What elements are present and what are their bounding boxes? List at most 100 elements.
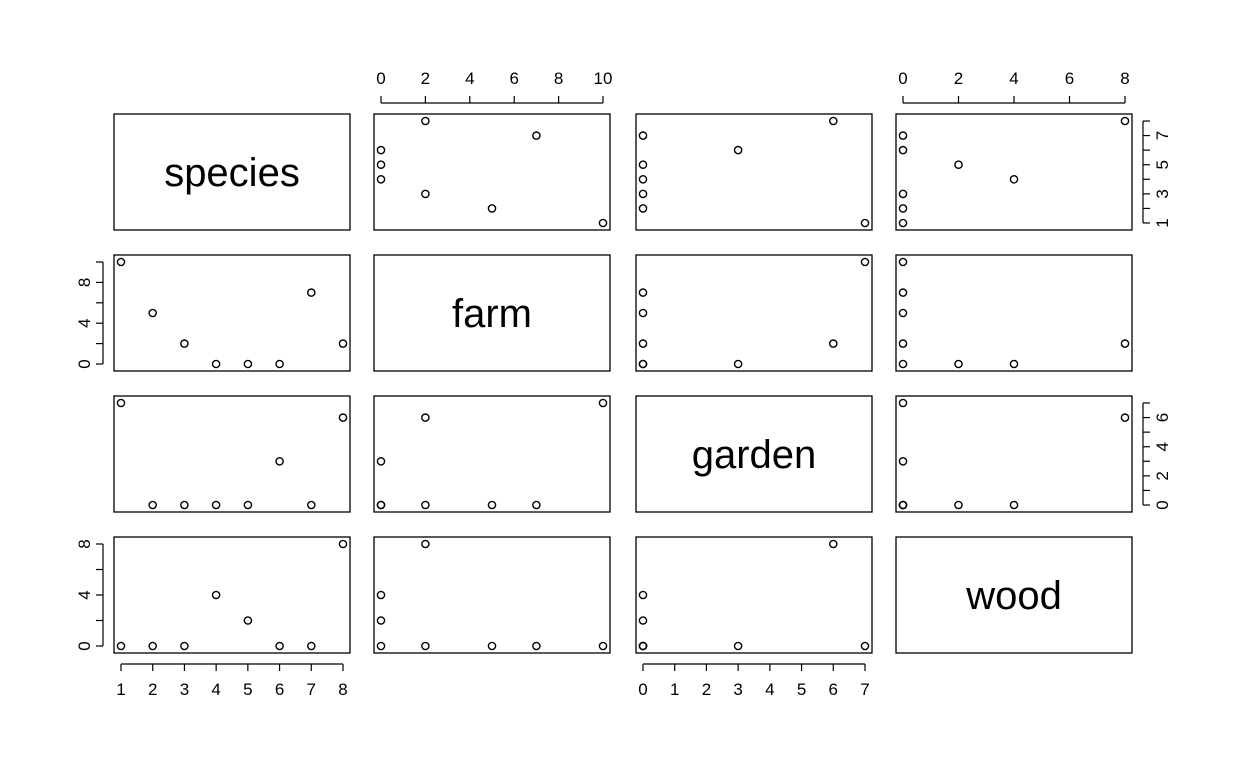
- tick-label: 4: [1153, 442, 1172, 451]
- data-point: [338, 539, 348, 549]
- tick-label: 4: [75, 318, 94, 327]
- tick-label: 2: [421, 69, 430, 88]
- data-point: [306, 500, 316, 510]
- panel-frame: [113, 536, 351, 654]
- data-point: [898, 339, 908, 348]
- panel-frame: [113, 113, 351, 231]
- panel-frame: [113, 395, 351, 513]
- tick-label: 8: [338, 680, 347, 699]
- tick-label: 3: [180, 680, 189, 699]
- data-point: [421, 500, 430, 510]
- data-point: [638, 308, 648, 318]
- data-point: [638, 189, 648, 199]
- tick-label: 6: [275, 680, 284, 699]
- data-point: [338, 413, 348, 422]
- data-point: [954, 359, 963, 369]
- data-point: [421, 116, 430, 126]
- tick-label: 0: [898, 69, 907, 88]
- panel-farm-vs-wood: [895, 254, 1133, 372]
- tick-label: 5: [1153, 160, 1172, 169]
- data-point: [733, 145, 743, 155]
- data-point: [829, 339, 838, 348]
- data-point: [180, 339, 189, 348]
- data-point: [211, 500, 221, 510]
- panel-farm-vs-garden: [635, 254, 873, 372]
- panel-wood-vs-wood: wood: [895, 536, 1133, 654]
- panel-frame: [635, 536, 873, 654]
- left-axis-farm: 0 4 8: [75, 261, 104, 369]
- data-point: [180, 500, 189, 510]
- data-point: [1120, 413, 1130, 422]
- data-point: [1009, 174, 1019, 184]
- panel-frame: [373, 113, 611, 231]
- variable-label-species: species: [164, 151, 300, 195]
- data-point: [1120, 339, 1130, 348]
- tick-label: 8: [1120, 69, 1129, 88]
- data-point: [421, 539, 430, 549]
- panel-frame: [373, 395, 611, 513]
- data-point: [376, 456, 386, 466]
- tick-label: 1: [670, 680, 679, 699]
- data-point: [638, 339, 648, 348]
- data-point: [211, 590, 221, 600]
- data-point: [116, 641, 126, 651]
- data-point: [638, 641, 648, 651]
- panel-wood-vs-garden: [635, 536, 873, 654]
- panel-frame: [635, 113, 873, 231]
- data-point: [275, 359, 284, 369]
- data-point: [1009, 500, 1019, 510]
- data-point: [898, 308, 908, 318]
- data-point: [148, 500, 157, 510]
- panel-garden-vs-garden: garden: [635, 395, 873, 513]
- panel-species-vs-wood: [895, 113, 1133, 231]
- tick-label: 8: [75, 278, 94, 287]
- panel-farm-vs-farm: farm: [373, 254, 611, 372]
- data-point: [532, 500, 541, 510]
- tick-label: 0: [638, 680, 647, 699]
- panel-species-vs-garden: [635, 113, 873, 231]
- tick-label: 2: [1153, 471, 1172, 480]
- data-point: [860, 641, 870, 651]
- tick-label: 2: [702, 680, 711, 699]
- panel-species-vs-farm: [373, 113, 611, 231]
- data-point: [638, 590, 648, 600]
- variable-label-garden: garden: [692, 433, 817, 477]
- panel-frame: [635, 395, 873, 513]
- data-point: [733, 641, 743, 651]
- data-point: [116, 398, 126, 408]
- tick-label: 7: [1153, 131, 1172, 140]
- tick-label: 4: [1009, 69, 1018, 88]
- data-point: [421, 641, 430, 651]
- data-point: [898, 145, 908, 155]
- data-point: [487, 204, 497, 213]
- tick-label: 4: [75, 590, 94, 599]
- tick-label: 8: [75, 539, 94, 548]
- data-point: [898, 204, 908, 213]
- tick-label: 10: [594, 69, 613, 88]
- left-axis-wood: 0 4 8: [75, 539, 104, 651]
- panel-frame: [373, 254, 611, 372]
- tick-label: 0: [75, 359, 94, 368]
- panel-garden-vs-wood: [895, 395, 1133, 513]
- tick-label: 4: [211, 680, 220, 699]
- data-point: [898, 189, 908, 199]
- variable-label-wood: wood: [965, 574, 1062, 618]
- tick-label: 8: [554, 69, 563, 88]
- data-point: [376, 590, 386, 600]
- data-point: [487, 500, 497, 510]
- tick-label: 2: [148, 680, 157, 699]
- data-point: [421, 413, 430, 422]
- data-point: [1120, 116, 1130, 126]
- panel-wood-vs-farm: [373, 536, 611, 654]
- data-point: [829, 539, 838, 549]
- data-point: [243, 500, 253, 510]
- tick-label: 1: [116, 680, 125, 699]
- tick-label: 0: [75, 641, 94, 650]
- data-point: [638, 131, 648, 140]
- data-point: [898, 257, 908, 267]
- data-point: [338, 339, 348, 348]
